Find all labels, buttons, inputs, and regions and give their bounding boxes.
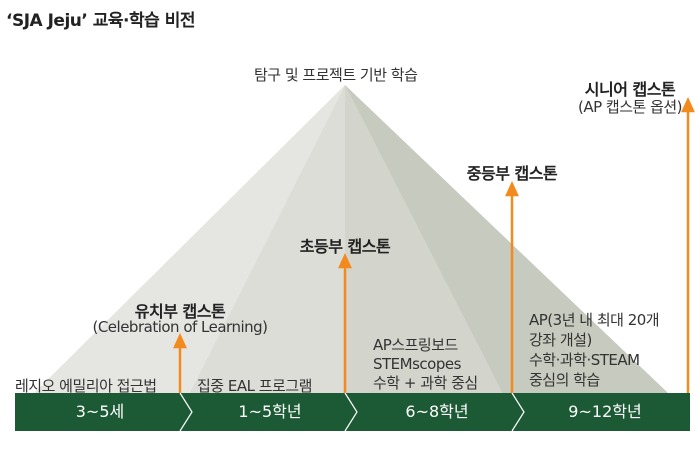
program-text: AP스프링보드 STEMscopes 수학 + 과학 중심 [373,336,478,393]
stage-bar-2 [180,393,357,431]
arrow-head-icon [681,96,695,113]
program-line: 강좌 개설) [529,331,592,349]
capstone-subtitle: (Celebration of Learning) [92,318,268,336]
page-title: ‘SJA Jeju’ 교육·학습 비전 [6,11,195,31]
capstone-title: 초등부 캡스톤 [299,237,391,256]
program-line: AP(3년 내 최대 20개 [529,311,660,329]
stage-label: 1~5학년 [238,402,302,421]
stage-label: 3~5세 [75,402,125,421]
pyramid-layer-4 [345,85,688,412]
apex-label: 탐구 및 프로젝트 기반 학습 [254,66,418,84]
program-text: 레지오 에밀리아 접근법 [15,377,157,395]
arrow-head-icon [338,252,352,269]
pyramid-layer-2 [180,85,345,412]
program-line: 수학·과학·STEAM [529,351,640,369]
capstone-title: 유치부 캡스톤 [134,302,226,321]
stage-label: 6~8학년 [405,402,469,421]
capstone-title: 시니어 캡스톤 [584,80,676,99]
stage-label: 9~12학년 [568,402,642,421]
stage-bar-3 [345,393,524,431]
stage-bar-4 [512,393,690,431]
program-line: 수학 + 과학 중심 [373,374,478,392]
arrow-head-icon [505,180,519,197]
pyramid-layer-1 [15,85,345,412]
capstone-title: 중등부 캡스톤 [466,164,558,183]
capstone-subtitle: (AP 캡스톤 옵션) [577,98,683,116]
program-line: AP스프링보드 [373,336,458,354]
stage-bar-1 [15,393,192,431]
program-text: 집중 EAL 프로그램 [197,377,312,395]
program-line: 중심의 학습 [529,371,600,389]
program-text: AP(3년 내 최대 20개 강좌 개설) 수학·과학·STEAM 중심의 학습 [529,310,660,390]
program-line: STEMscopes [373,355,461,373]
arrow-head-icon [173,332,187,349]
